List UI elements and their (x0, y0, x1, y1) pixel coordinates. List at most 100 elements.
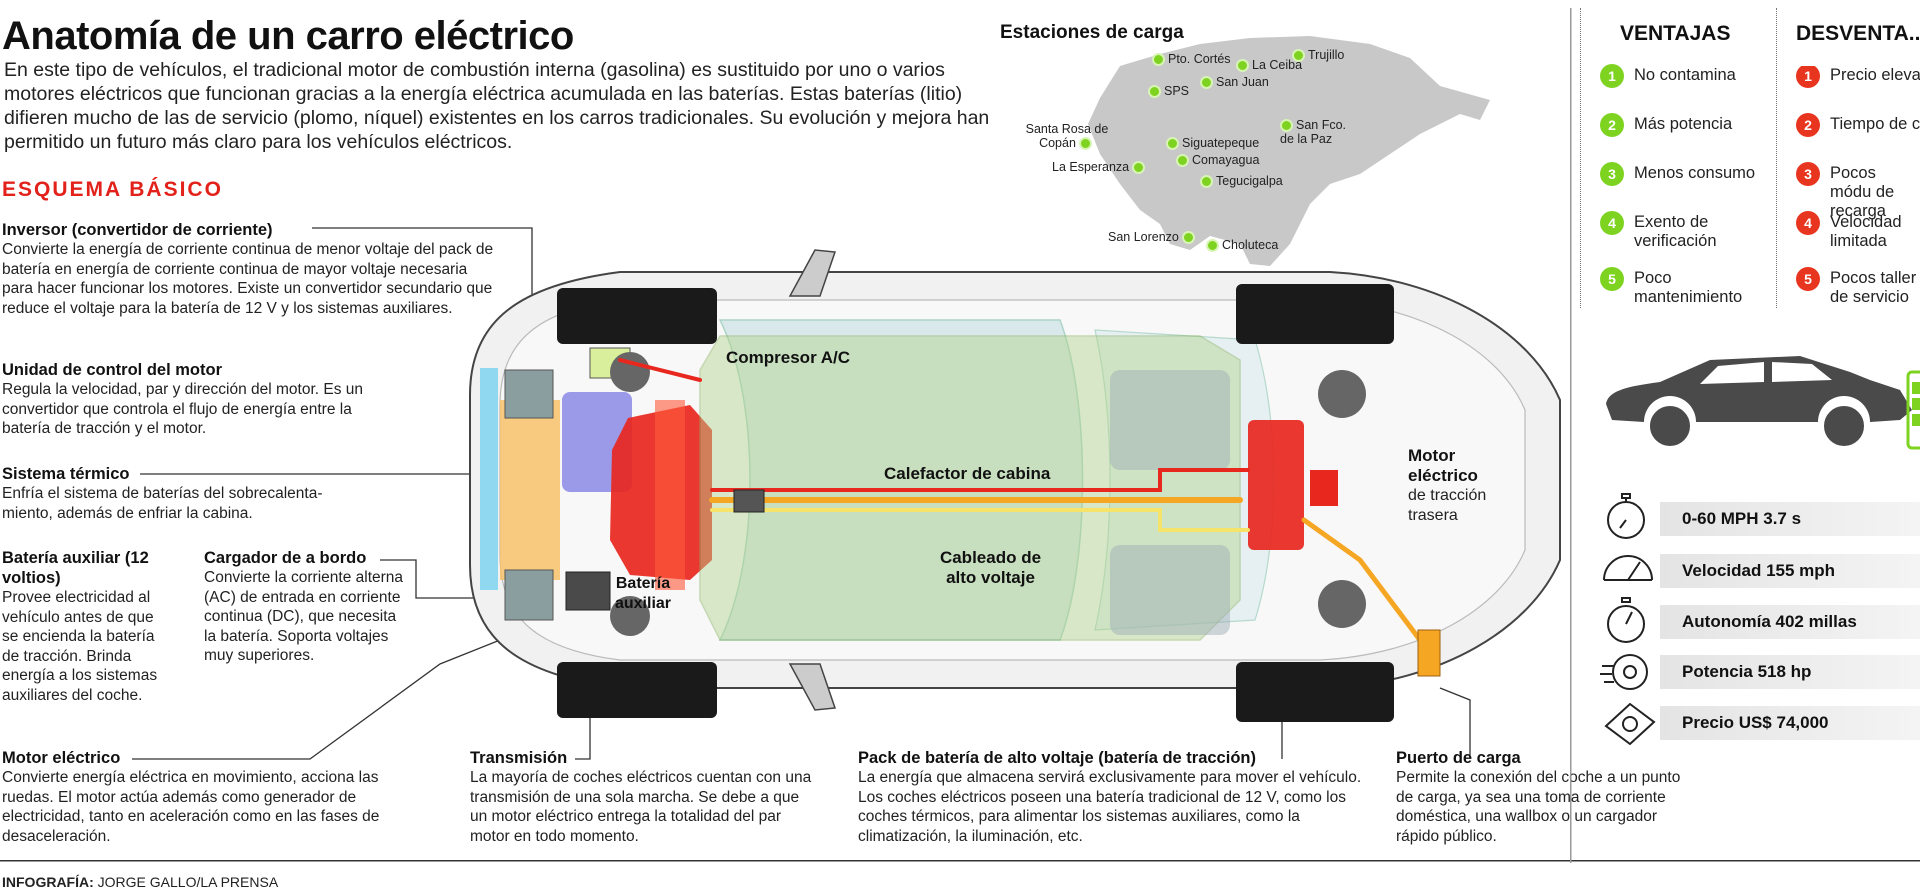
intro-text: En este tipo de vehículos, el tradiciona… (4, 59, 990, 153)
label-title: Motor eléctrico (2, 749, 121, 767)
stations-title: Estaciones de carga (1000, 22, 1184, 43)
item-text: Pocos taller de servicio (1830, 269, 1917, 306)
city-marker: La Ceiba (1236, 58, 1302, 73)
city-marker: Siguatepeque (1166, 136, 1259, 151)
label-text: La energía que almacena servirá exclusiv… (858, 769, 1362, 845)
stat-bar (1660, 706, 1920, 740)
label-text: Enfría el sistema de baterías del sobrec… (2, 485, 323, 522)
credit: INFOGRAFÍA: JORGE GALLO/LA PRENSA (2, 874, 278, 890)
credit-label: INFOGRAFÍA: (2, 874, 94, 890)
label-title: Inversor (convertidor de corriente) (2, 221, 273, 239)
list-item: 2 Más potencia (1600, 113, 1772, 164)
stopwatch-icon (1607, 597, 1645, 643)
number-badge: 5 (1600, 267, 1624, 291)
number-badge: 5 (1796, 267, 1820, 291)
wheel-icon (1600, 654, 1648, 690)
money-icon (1604, 702, 1656, 746)
number-badge: 2 (1796, 113, 1820, 137)
number-badge: 1 (1796, 66, 1820, 88)
list-item: 4 Exento de verificación (1600, 211, 1772, 269)
label-cableado: Cableado de alto voltaje (939, 548, 1042, 587)
rear-hub-top (1318, 370, 1366, 418)
label-unidad-control: Unidad de control del motor Regula la ve… (2, 360, 382, 439)
station-dot-icon (1176, 154, 1189, 168)
city-marker: Santa Rosa de Copán (1025, 122, 1109, 151)
label-text: Convierte la energía de corriente contin… (2, 241, 494, 317)
item-text: Menos consumo (1634, 164, 1756, 182)
label-text: de tracción trasera (1408, 487, 1487, 524)
number-badge: 3 (1796, 162, 1820, 186)
stats-icons (1600, 493, 1656, 746)
page-title: Anatomía de un carro eléctrico (2, 14, 574, 58)
item-text: Exento de verificación (1634, 213, 1717, 250)
item-text: No contamina (1634, 66, 1736, 84)
station-dot-icon (1166, 137, 1179, 151)
label-pack-bateria: Pack de batería de alto voltaje (batería… (858, 748, 1368, 846)
item-text: Tiempo de c (1830, 115, 1920, 133)
aux-battery (565, 571, 611, 611)
label-text: Permite la conexión del coche a un punto… (1396, 769, 1681, 845)
label-calefactor: Calefactor de cabina (884, 464, 1051, 483)
number-badge: 3 (1600, 162, 1624, 186)
station-dot-icon (1280, 119, 1293, 133)
label-transmision: Transmisión La mayoría de coches eléctri… (470, 748, 820, 846)
list-item: 4 Velocidad limitada (1796, 211, 1920, 269)
label-motor-electrico: Motor eléctrico Convierte energía eléctr… (2, 748, 402, 846)
ventajas-heading: VENTAJAS (1620, 22, 1731, 45)
item-text: Precio elevado (1830, 66, 1920, 84)
label-text: Convierte energía eléctrica en movimient… (2, 769, 380, 845)
label-title: Sistema térmico (2, 465, 130, 483)
stat-text: Velocidad 155 mph (1682, 561, 1836, 580)
stat-text: Autonomía 402 millas (1682, 612, 1857, 631)
label-title: Batería auxiliar (12 voltios) (2, 549, 149, 587)
rear-motor (1248, 420, 1304, 550)
battery-icon (1906, 370, 1920, 450)
stat-text: Potencia 518 hp (1682, 662, 1812, 681)
station-dot-icon (1206, 239, 1219, 253)
desventajas-heading: DESVENTA... (1796, 22, 1920, 45)
item-text: Poco mantenimiento (1634, 269, 1743, 306)
city-marker: SPS (1148, 84, 1189, 99)
section-heading: ESQUEMA BÁSICO (2, 178, 223, 201)
list-item: 1 Precio elevado (1796, 66, 1920, 115)
number-badge: 2 (1600, 113, 1624, 137)
label-title: Pack de batería de alto voltaje (batería… (858, 749, 1256, 767)
cabin-heater (733, 489, 765, 513)
front-hub-bottom (610, 596, 650, 636)
aux-module-box (504, 569, 554, 621)
label-text: La mayoría de coches eléctricos cuentan … (470, 769, 812, 845)
label-puerto-carga: Puerto de carga Permite la conexión del … (1396, 748, 1686, 846)
label-bateria-aux: Batería auxiliar (614, 575, 672, 612)
station-dot-icon (1200, 175, 1213, 189)
item-text: Velocidad limitada (1830, 213, 1902, 250)
station-dot-icon (1200, 76, 1213, 90)
wheels (557, 284, 1394, 722)
city-marker: San Juan (1200, 75, 1269, 90)
list-item: 3 Menos consumo (1600, 162, 1772, 213)
stat-bar (1660, 502, 1920, 536)
label-motor-trasero: Motor eléctrico de tracción trasera (1408, 446, 1508, 525)
credit-author: JORGE GALLO/LA PRENSA (93, 874, 279, 890)
station-dot-icon (1148, 85, 1161, 99)
front-module (500, 400, 560, 580)
speedometer-icon (1603, 555, 1653, 581)
city-marker: San Lorenzo (1108, 230, 1198, 245)
bottom-divider (0, 860, 1920, 862)
car-body (469, 249, 1561, 711)
column-divider (1776, 8, 1778, 308)
station-dot-icon (1236, 59, 1249, 73)
station-dot-icon (1078, 137, 1092, 151)
map-shape (1088, 36, 1490, 266)
number-badge: 4 (1600, 211, 1624, 235)
city-marker: Comayagua (1176, 153, 1259, 168)
number-badge: 4 (1796, 211, 1820, 235)
label-cargador: Cargador de a bordo Convierte la corrien… (204, 548, 404, 666)
stat-bar (1660, 554, 1920, 588)
charge-port (1417, 629, 1441, 677)
label-bateria-auxiliar: Batería auxiliar (12 voltios) Provee ele… (2, 548, 167, 705)
item-text: Más potencia (1634, 115, 1733, 133)
